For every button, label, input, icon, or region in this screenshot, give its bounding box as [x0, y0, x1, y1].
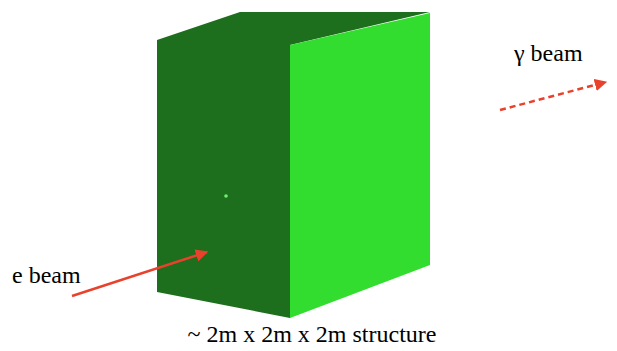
- electron-beam-arrow: [72, 252, 207, 296]
- cube-dark-faces: [157, 12, 430, 318]
- beam-label: e beam: [12, 262, 81, 288]
- gamma-beam-arrow: [500, 82, 606, 110]
- beam-label: γ beam: [514, 40, 583, 66]
- cube-bright-face: [290, 13, 430, 318]
- caption: ~ 2m x 2m x 2m structure: [188, 321, 437, 347]
- beam-entry-dot: [224, 194, 228, 198]
